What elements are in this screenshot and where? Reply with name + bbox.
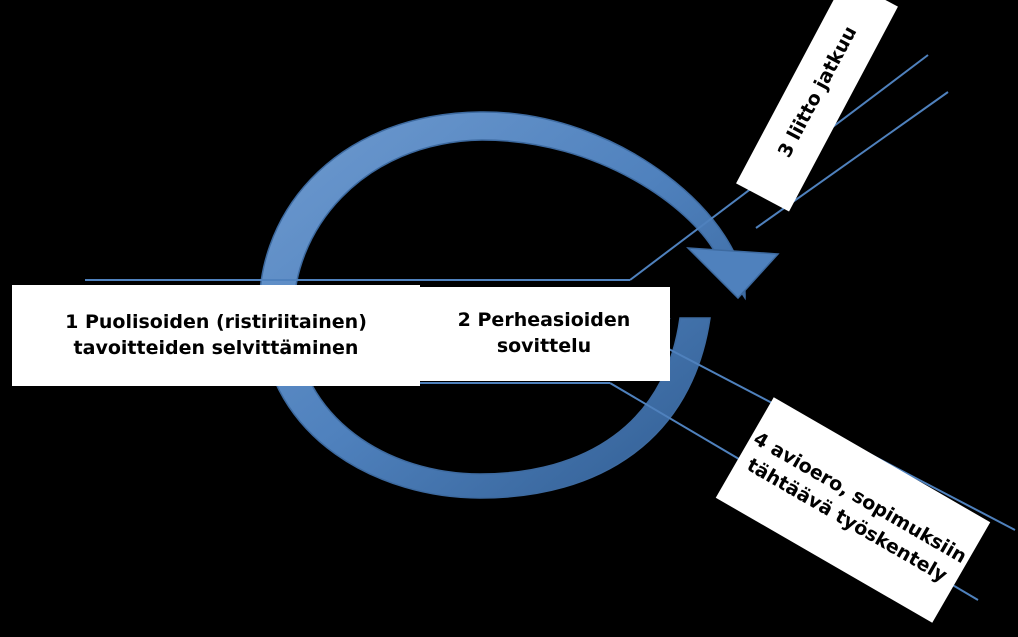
step2-label-line1: 2 Perheasioiden [457,309,631,332]
step2-label-line2: sovittelu [496,335,592,357]
cycle-arrowhead [686,247,780,300]
step1-label-line1: 1 Puolisoiden (ristiriitainen) [65,310,367,333]
step2-box: 2 Perheasioiden sovittelu [418,287,670,381]
cycle-arrow [258,111,746,499]
step1-label-line2: tavoitteiden selvittäminen [73,336,359,359]
step1-box: 1 Puolisoiden (ristiriitainen) tavoittei… [12,285,420,386]
